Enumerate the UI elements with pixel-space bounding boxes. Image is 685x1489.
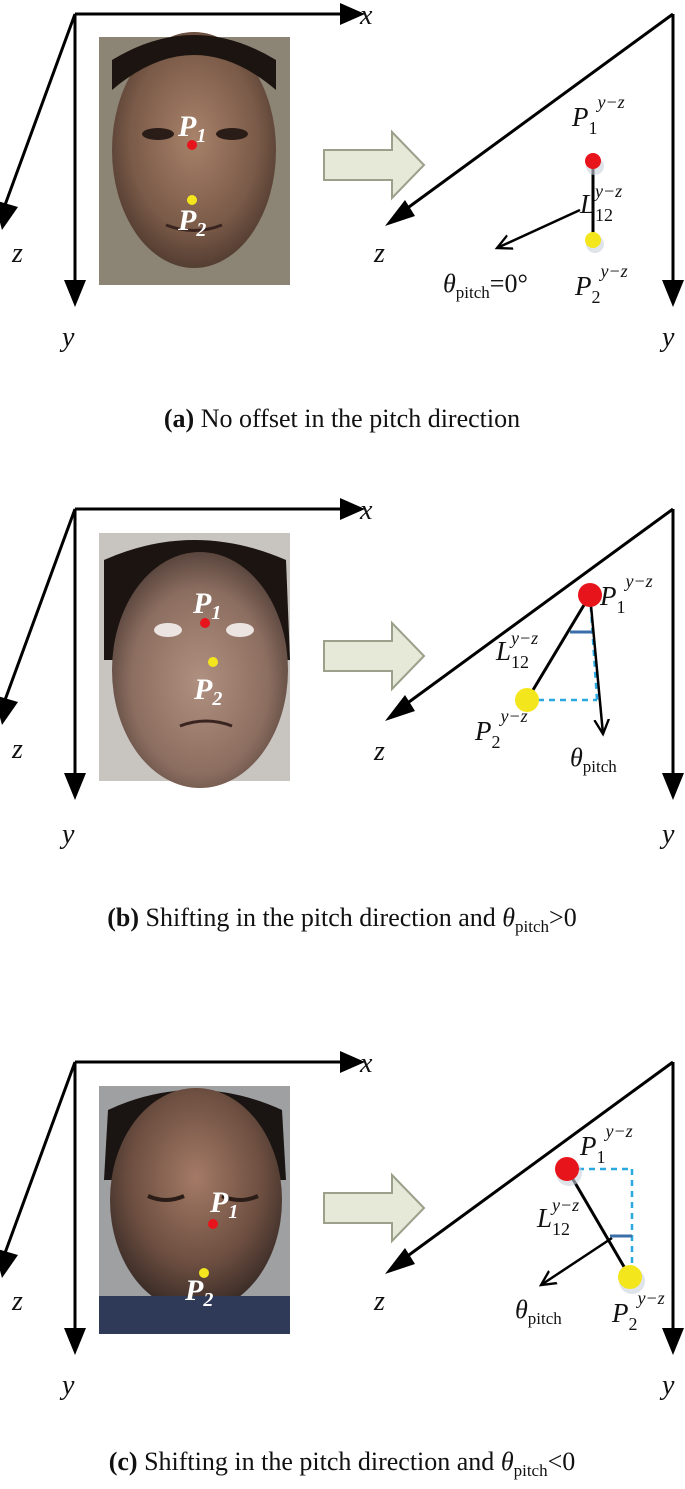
- right-eye: [226, 623, 254, 637]
- theta-label: θpitch: [515, 1295, 562, 1328]
- right-axes-c: z y: [373, 1062, 684, 1401]
- right-axes-b: z y: [373, 509, 684, 850]
- p2-point: [585, 232, 601, 248]
- z-axis-arrowhead: [0, 695, 18, 725]
- theta-label: θpitch=0°: [443, 269, 528, 302]
- caption-b: (b) Shifting in the pitch direction and …: [107, 903, 576, 936]
- z-axis-arrowhead-right: [385, 200, 415, 226]
- z-axis-label-right: z: [373, 1286, 385, 1317]
- y-axis-arrowhead-right: [662, 1328, 684, 1355]
- caption-a: (a) No offset in the pitch direction: [164, 404, 520, 433]
- l12-label: L12y−z: [536, 1195, 579, 1239]
- p1-point: [578, 583, 602, 607]
- z-axis-label-right: z: [373, 736, 385, 767]
- z-axis-line: [5, 14, 75, 205]
- x-axis-label: x: [359, 495, 373, 526]
- z-axis-line-right: [398, 1062, 673, 1263]
- projection-b: P1y−z L12y−z P2y−z θpitch: [474, 571, 653, 776]
- pitch-direction-arrow: [590, 595, 603, 734]
- y-axis-label-right: y: [659, 819, 675, 850]
- x-axis-label: x: [359, 0, 373, 31]
- z-axis-arrowhead-right: [385, 695, 415, 721]
- face-photo-c: P1 P2: [99, 1086, 290, 1334]
- p1-label: P1y−z: [571, 92, 625, 138]
- l12-label: L12y−z: [579, 181, 622, 225]
- z-axis-label: z: [11, 238, 23, 269]
- face-p2-dot: [208, 657, 218, 667]
- caption-c: (c) Shifting in the pitch direction and …: [109, 1447, 576, 1480]
- face-photo-a: P1 P2: [99, 32, 290, 285]
- right-eye: [216, 128, 248, 140]
- x-axis-label: x: [359, 1048, 373, 1079]
- face-photo-b: P1 P2: [99, 533, 290, 788]
- y-axis-label-right: y: [659, 1370, 675, 1401]
- pitch-direction-arrow: [497, 210, 580, 248]
- z-axis-label-right: z: [373, 238, 385, 269]
- transition-arrow: [324, 1175, 424, 1241]
- transition-arrow: [324, 132, 424, 198]
- y-axis-arrowhead: [64, 773, 86, 800]
- y-axis-arrowhead-right: [662, 280, 684, 307]
- projection-c: P1y−z L12y−z P2y−z θpitch: [515, 1121, 665, 1334]
- projection-a: P1y−z L12y−z P2y−z θpitch=0°: [443, 92, 628, 307]
- right-axes-a: z y: [373, 14, 684, 353]
- p2-label: P2y−z: [611, 1288, 665, 1334]
- z-axis-line-right: [398, 14, 673, 215]
- y-axis-label: y: [59, 819, 75, 850]
- p1-label: P1y−z: [579, 1121, 633, 1167]
- face-p1-dot: [208, 1219, 218, 1229]
- left-eye: [154, 623, 182, 637]
- z-axis-label: z: [11, 1286, 23, 1317]
- y-axis-label: y: [59, 1370, 75, 1401]
- p2-label: P2y−z: [474, 706, 528, 752]
- panel-b: x y z P1 P2 z y: [0, 495, 684, 936]
- p1-point: [585, 153, 601, 169]
- z-axis-line: [5, 509, 75, 700]
- y-axis-arrowhead: [64, 280, 86, 307]
- left-eye: [142, 128, 174, 140]
- z-axis-arrowhead: [0, 200, 18, 230]
- p1-label: P1y−z: [599, 571, 653, 617]
- z-axis-label: z: [11, 734, 23, 765]
- transition-arrow: [324, 623, 424, 689]
- pitch-direction-arrow: [541, 1238, 612, 1285]
- p2-label: P2y−z: [574, 261, 628, 307]
- y-axis-label: y: [59, 322, 75, 353]
- p1-point: [555, 1157, 579, 1181]
- y-axis-arrowhead: [64, 1328, 86, 1355]
- y-axis-label-right: y: [659, 322, 675, 353]
- z-axis-line-right: [398, 509, 673, 710]
- theta-label: θpitch: [570, 743, 617, 776]
- y-axis-arrowhead-right: [662, 773, 684, 800]
- p2-point: [618, 1265, 642, 1289]
- z-axis-line: [5, 1062, 75, 1253]
- panel-c: x y z P1 P2 z y: [0, 1048, 684, 1480]
- panel-a: x y z P1 P2 z y: [0, 0, 684, 433]
- z-axis-arrowhead: [0, 1248, 18, 1278]
- z-axis-arrowhead-right: [385, 1248, 415, 1274]
